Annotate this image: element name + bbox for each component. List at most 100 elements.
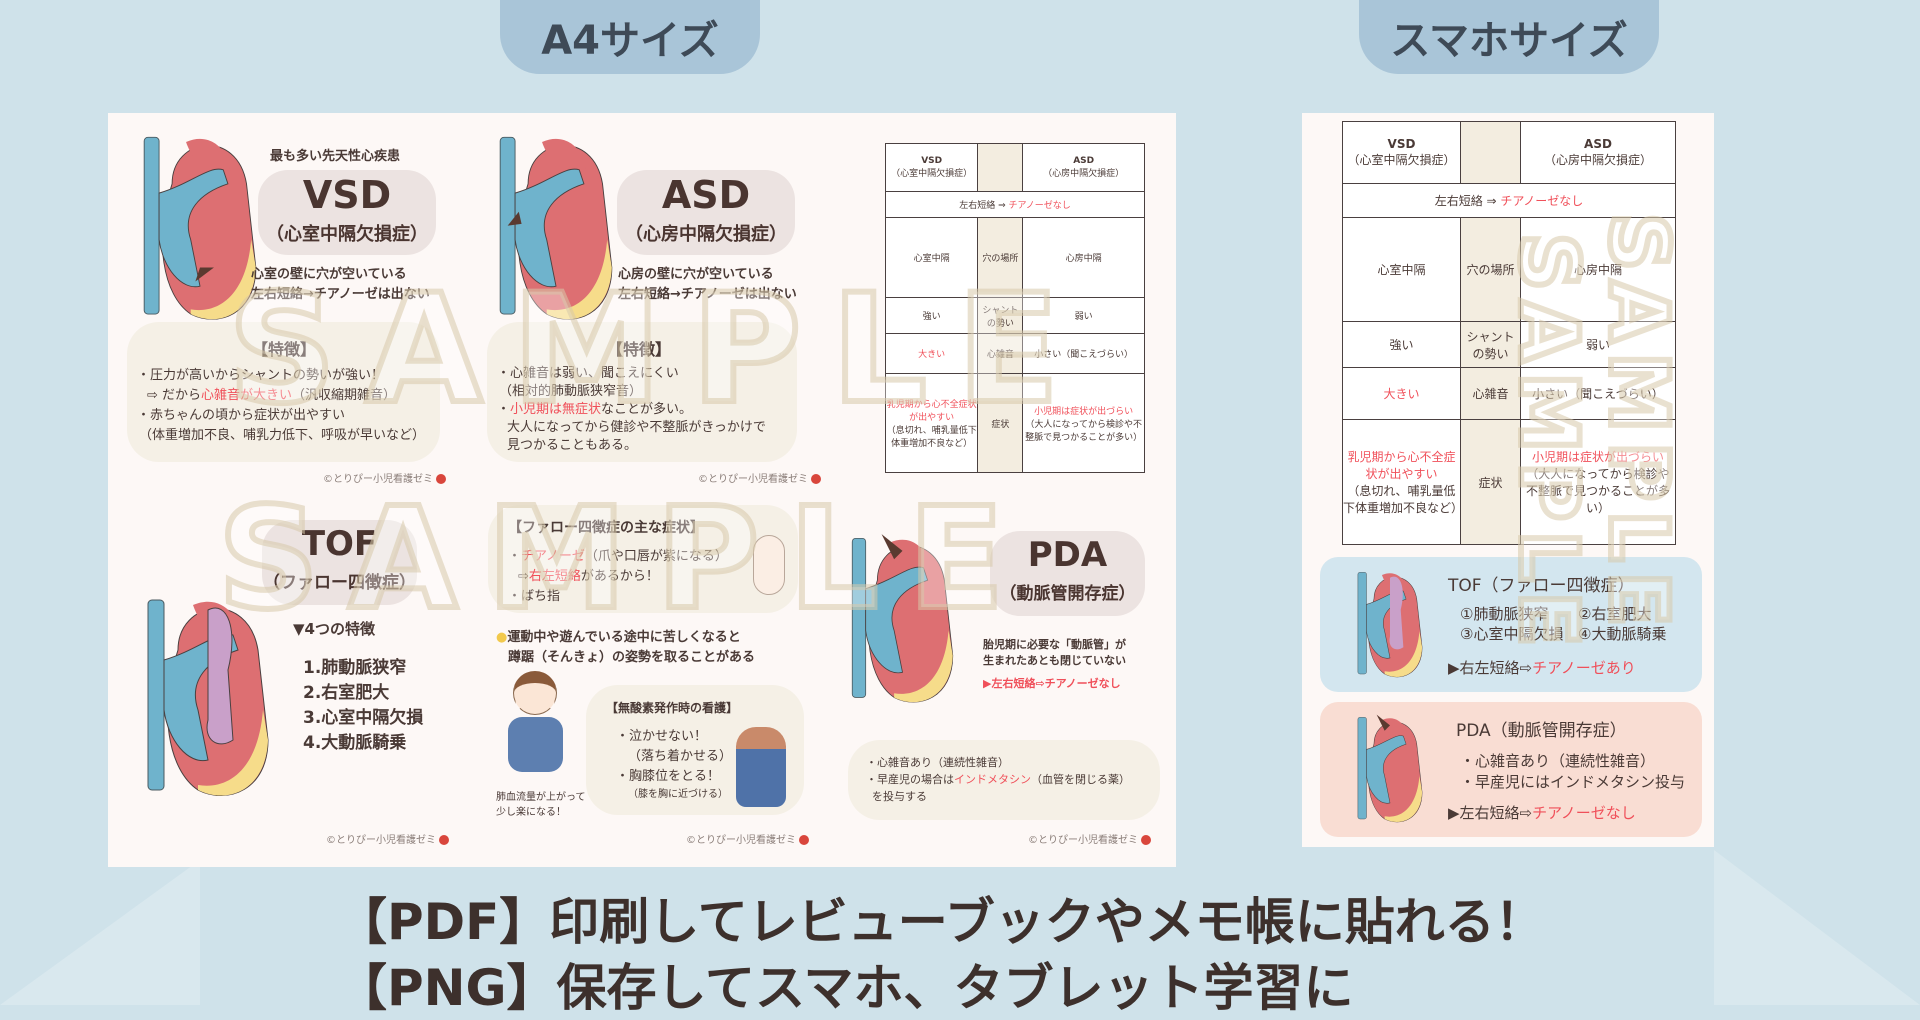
tof-symptom-2: ⇨右左短絡があるから！	[518, 565, 659, 584]
asd-feature-3: ・小児期は無症状なことが多い。	[497, 398, 692, 417]
table-cell: 大きい	[884, 333, 979, 374]
vsd-subtitle: （心室中隔欠損症）	[266, 224, 428, 245]
vsd-feature-2c: （汎収縮期雑音）	[292, 388, 397, 403]
phone-pda-item-1: ・心雑音あり（連続性雑音）	[1460, 752, 1656, 770]
asd-title: ASD	[661, 173, 751, 217]
phone-tof-shunt-a: ▶右左短絡⇨	[1448, 659, 1533, 677]
tof-symptom-1: ・チアノーゼ（爪や口唇が紫になる）	[508, 545, 728, 564]
tof-heart-illustration	[1357, 572, 1423, 678]
table-cell: 弱い	[1022, 297, 1145, 334]
asd-feature-3b: 小児期は無症状	[510, 402, 602, 417]
table-cell: 大きい	[1342, 367, 1461, 420]
tof-subtitle: （ファロー四徴症）	[263, 573, 416, 593]
asd-title-pill: ASD （心房中隔欠損症）	[617, 170, 795, 255]
vsd-feature-2: ⇨ だから心雑音が大きい（汎収縮期雑音）	[147, 384, 396, 403]
care-4: （膝を胸に近づける）	[628, 789, 728, 800]
credit: ©とりぴー小児看護ゼミ	[326, 831, 449, 846]
care-1: ・泣かせない！	[616, 729, 708, 744]
sym-bullet: ・	[508, 549, 522, 564]
a4-size-header: A4サイズ	[500, 0, 760, 74]
sym-arrow: ⇨	[518, 569, 529, 584]
tof-tip-1: ●運動中や遊んでいる途中に苦しくなると	[496, 626, 741, 645]
tof-symptom-box: 【ファロー四徴症の主な症状】 ・チアノーゼ（爪や口唇が紫になる） ⇨右左短絡があ…	[488, 505, 798, 613]
tof-four-title: ▼4つの特徴	[293, 620, 375, 638]
table-cell: 小児期は症状が出づらい（大人になってから検診や不整脈で見つかることが多い）	[1519, 419, 1677, 545]
table-cell: 乳児期から心不全症状が出やすい（息切れ、哺乳量低下体重増加不良など）	[884, 373, 979, 473]
credit: ©とりぴー小児看護ゼミ	[686, 831, 809, 846]
table-cell: 弱い	[1519, 321, 1677, 368]
phone-pda-shunt: ▶左右短絡⇨チアノーゼなし	[1448, 802, 1636, 823]
phone-tof-card: TOF（ファロー四徴症） ①肺動脈狭窄 ②右室肥大 ③心室中隔欠損 ④大動脈騎乗…	[1320, 557, 1702, 692]
table-row-label: シャントの勢い	[977, 297, 1024, 334]
vsd-feature-2a: ⇨ だから	[147, 388, 202, 403]
phone-pda-shunt-a: ▶左右短絡⇨	[1448, 804, 1533, 822]
phone-tof-shunt: ▶右左短絡⇨チアノーゼあり	[1448, 657, 1636, 678]
a4-preview-sheet: 最も多い先天性心疾患 VSD （心室中隔欠損症） 心室の壁に穴が空いている 左右…	[108, 113, 1176, 867]
table-vsd-header: VSD（心室中隔欠損症）	[884, 143, 979, 192]
sym-cyanosis: チアノーゼ	[521, 549, 585, 564]
phone-size-header: スマホサイズ	[1359, 0, 1659, 74]
phone-tof-item-3: ③心室中隔欠損	[1460, 625, 1564, 643]
vsd-title: VSD	[302, 173, 392, 217]
phone-tof-item-1: ①肺動脈狭窄	[1460, 605, 1549, 623]
phone-tof-item-4: ④大動脈騎乗	[1578, 625, 1667, 643]
vsd-feature-1: ・圧力が高いからシャントの勢いが強い！	[137, 368, 385, 383]
vsd-title-pill: VSD （心室中隔欠損症）	[258, 170, 436, 255]
asd-feature-1: ・心雑音は弱い、聞こえにくい	[497, 366, 679, 381]
phone-pda-item-2: ・早産児にはインドメタシン投与	[1460, 773, 1686, 791]
boy-caption-1: 肺血流量が上がって	[496, 792, 586, 803]
pda-point-2: ・早産児の場合はインドメタシン（血管を閉じる薬）	[866, 771, 1130, 787]
vsd-desc-2: 左右短絡→チアノーゼは出ない	[251, 287, 430, 302]
vsd-feature-4: （体重増加不良、哺乳力低下、呼吸が早いなど）	[139, 428, 426, 443]
tof-symptom-3: ・ばち指	[508, 589, 561, 604]
asd-heart-illustration	[499, 136, 613, 320]
pda-title-pill: PDA （動脈管開存症）	[990, 531, 1145, 616]
tof-feature-4: 4.大動脈騎乗	[303, 733, 407, 753]
phone-tof-title: TOF（ファロー四徴症）	[1448, 576, 1635, 596]
nurse-illustration	[736, 727, 786, 807]
table-cell: 心室中隔	[1342, 217, 1461, 322]
vsd-feature-3: ・赤ちゃんの頃から症状が出やすい	[137, 408, 346, 423]
care-title: 【無酸素発作時の看護】	[606, 701, 739, 715]
phone-pda-title: PDA（動脈管開存症）	[1456, 721, 1627, 741]
vsd-feature-2b: 心雑音が大きい	[201, 388, 293, 403]
table-row-label: 症状	[1459, 419, 1521, 545]
vsd-heart-illustration	[143, 136, 257, 320]
pda-desc-2: 生まれたあとも閉じていない	[983, 654, 1126, 667]
phone-preview-sheet: VSD（心室中隔欠損症）ASD（心房中隔欠損症） 左右短絡 ⇒ チアノーゼなし …	[1302, 113, 1714, 847]
asd-feature-2: （相対的肺動脈狭窄音）	[499, 384, 643, 399]
sym-shunt: 右左短絡	[528, 569, 581, 584]
decor-beam-left	[0, 860, 200, 1005]
baby-illustration	[753, 535, 785, 595]
care-3: ・胸膝位をとる！	[616, 769, 721, 784]
pda-desc-1: 胎児期に必要な「動脈管」が	[983, 638, 1126, 651]
table-cell: 心房中隔	[1022, 217, 1145, 298]
cyanotic-care-box: 【無酸素発作時の看護】 ・泣かせない！ （落ち着かせる） ・胸膝位をとる！ （膝…	[586, 685, 804, 815]
tof-feature-2: 2.右室肥大	[303, 683, 390, 703]
pda-points-box: ・心雑音あり（連続性雑音） ・早産児の場合はインドメタシン（血管を閉じる薬） を…	[848, 740, 1160, 820]
pda-subtitle: （動脈管開存症）	[999, 584, 1136, 604]
pda-point-3: を投与する	[872, 790, 927, 803]
sym-shunt-note: があるから！	[580, 569, 659, 584]
credit: ©とりぴー小児看護ゼミ	[698, 470, 821, 485]
pda-point-2b: インドメタシン	[954, 773, 1031, 786]
table-cell: 小さい（聞こえづらい）	[1519, 367, 1677, 420]
png-caption: 【PNG】保存してスマホ、タブレット学習に	[337, 959, 1354, 1017]
sym-cyanosis-note: （爪や口唇が紫になる）	[584, 549, 728, 564]
table-asd-header: ASD（心房中隔欠損症）	[1022, 143, 1145, 192]
tof-title-pill: TOF （ファロー四徴症）	[262, 520, 417, 605]
vsd-feature-title: 【特徴】	[252, 340, 317, 359]
pda-point-2a: ・早産児の場合は	[866, 773, 954, 786]
asd-feature-3c: なことが多い。	[601, 402, 693, 417]
tof-heart-illustration	[147, 599, 269, 797]
pda-heart-illustration	[851, 534, 954, 703]
table-cell: 強い	[1342, 321, 1461, 368]
tof-title: TOF	[301, 524, 378, 564]
vsd-features-box: 【特徴】 ・圧力が高いからシャントの勢いが強い！ ⇨ だから心雑音が大きい（汎収…	[127, 322, 440, 462]
vsd-note: 最も多い先天性心疾患	[270, 149, 401, 164]
table-row-label: シャントの勢い	[1459, 321, 1521, 368]
table-cell: 強い	[884, 297, 979, 334]
pda-title: PDA	[1027, 535, 1108, 575]
asd-feature-3a: ・	[497, 402, 511, 417]
credit: ©とりぴー小児看護ゼミ	[1028, 831, 1151, 846]
